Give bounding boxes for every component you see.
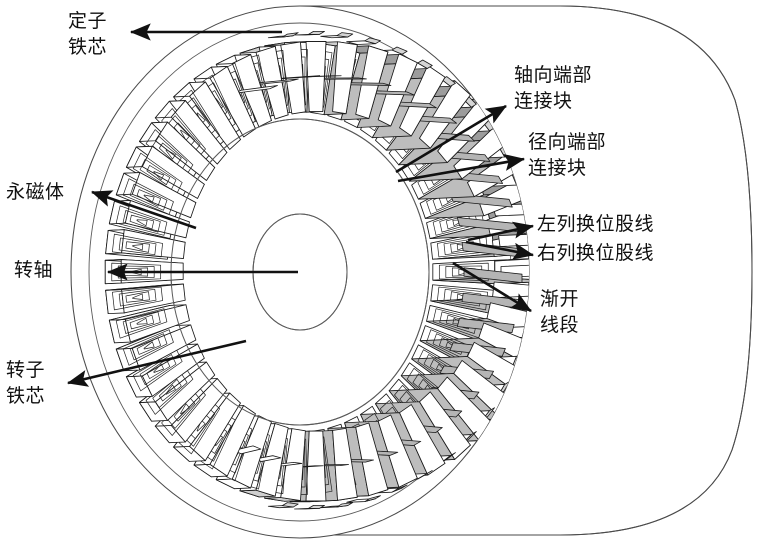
- involute-segment-leader: [452, 261, 532, 313]
- permanent-magnet-leader: [91, 190, 197, 230]
- stator-slot-winding: [125, 145, 205, 200]
- radial-end-connection-block-leader: [397, 153, 526, 183]
- rotating-shaft-label: 转轴: [14, 259, 54, 281]
- stator-slot-winding: [139, 121, 216, 182]
- radial-end-connection-block-label: 径向端部 连接块: [528, 131, 607, 179]
- stator-slot-winding: [154, 100, 228, 166]
- axial-end-connection-block-leader: [395, 104, 507, 174]
- rotor-front-face: [170, 118, 430, 426]
- stator-slot-winding: [105, 283, 186, 315]
- right-column-transposed-strand-label: 右列换位股线: [537, 242, 655, 264]
- permanent-magnet-label: 永磁体: [6, 181, 65, 203]
- stator-slot-winding: [105, 229, 186, 260]
- involute-segment-label: 渐开 线段: [540, 288, 580, 336]
- involute-segment: [232, 445, 262, 455]
- left-column-transposed-strand-leader: [467, 221, 535, 242]
- axial-end-connection-block-label: 轴向端部 连接块: [514, 64, 593, 112]
- rotor-core-label: 转子 铁芯: [6, 359, 46, 407]
- stator-slot-winding: [115, 172, 197, 219]
- left-column-transposed-strand-label: 左列换位股线: [537, 213, 655, 235]
- stator-slot-winding: [115, 324, 197, 372]
- stator-slot-winding: [108, 304, 190, 344]
- rotor-core-leader: [66, 339, 247, 387]
- stator-core-label: 定子 铁芯: [68, 10, 108, 58]
- right-column-transposed-strand-leader: [465, 240, 535, 260]
